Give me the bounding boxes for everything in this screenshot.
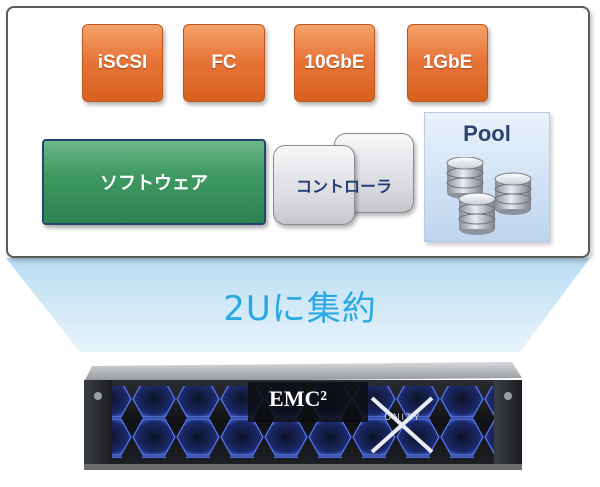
pool-title: Pool [463, 121, 511, 146]
disk-stack-icon [446, 157, 532, 235]
protocol-label: 1GbE [422, 52, 473, 73]
protocol-label: 10GbE [304, 52, 365, 73]
protocol-iscsi: iSCSI [82, 24, 163, 102]
controller-label: コントローラ [295, 177, 392, 196]
protocol-fc: FC [183, 24, 265, 102]
unity-x-emblem [370, 396, 434, 454]
software-label: ソフトウェア [100, 173, 208, 194]
software-box: ソフトウェア [42, 139, 266, 225]
protocol-label: FC [211, 52, 237, 73]
controller-card-front [273, 145, 355, 225]
consolidation-caption: 2Uに集約 [223, 289, 377, 329]
emc-logo: EMC² [269, 386, 327, 411]
pool-box: Pool [424, 112, 550, 242]
protocol-label: iSCSI [97, 52, 148, 73]
protocol-10gbe: 10GbE [294, 24, 375, 102]
model-label: UNITY [385, 412, 422, 422]
protocol-1gbe: 1GbE [407, 24, 488, 102]
